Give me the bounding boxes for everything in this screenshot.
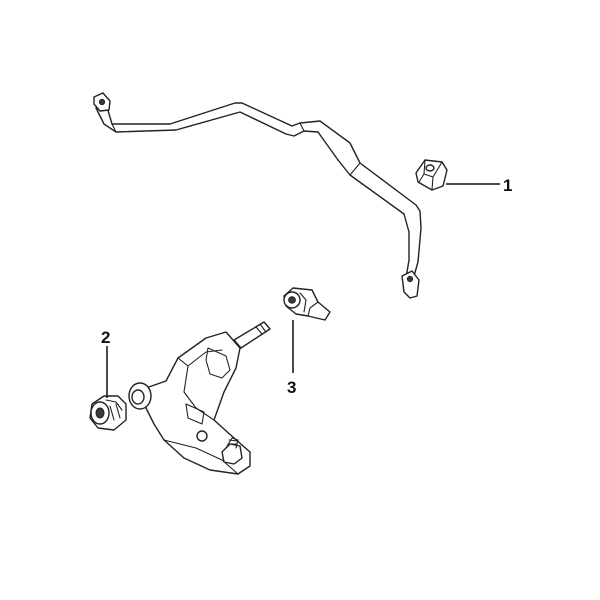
right-end-hole <box>406 275 414 283</box>
callout-2-label: 2 <box>101 328 110 347</box>
front-bushing-part-2 <box>89 395 127 431</box>
callout-3-label: 3 <box>287 378 296 397</box>
stabilizer-bar <box>93 92 422 299</box>
stabilizer-bar-right-end <box>401 270 420 299</box>
left-end-hole <box>98 98 106 106</box>
stabilizer-bushing-part-1 <box>415 159 448 191</box>
rear-bushing-part-3 <box>283 287 331 321</box>
callout-1-label: 1 <box>503 176 512 195</box>
lower-control-arm <box>128 321 271 475</box>
stabilizer-bar-outline <box>95 99 422 279</box>
